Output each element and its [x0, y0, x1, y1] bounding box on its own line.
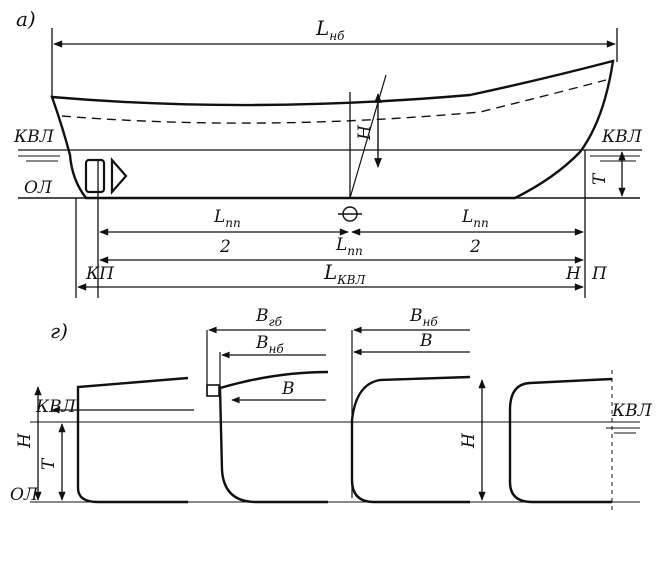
section-2-bgb-label: Bгб — [255, 306, 283, 329]
hull-outline — [50, 59, 615, 200]
half-lpp-right-denominator: 2 — [469, 237, 481, 257]
section-2-outline — [218, 370, 329, 504]
section-1-draft-label: T — [39, 457, 59, 470]
section-2-bnb-label: Bнб — [255, 333, 284, 356]
deck-dashed-line — [61, 79, 607, 124]
half-lpp-left-denominator: 2 — [219, 237, 231, 257]
kp-label: КП — [85, 264, 115, 284]
kvl-right-label: КВЛ — [601, 127, 643, 147]
propeller-shape — [110, 157, 128, 195]
rudder-shape — [84, 158, 106, 194]
ol-label: ОЛ — [24, 178, 53, 198]
section-4-depth-label: H — [459, 432, 479, 449]
figure-g-sections: г) КВЛ КВЛ ОЛ H T Bгб Bнб B Bнб B — [10, 306, 653, 510]
half-lpp-left-label: Lпп — [213, 207, 241, 230]
draft-t-label: T — [590, 172, 610, 185]
section-3-bnb-label: Bнб — [409, 306, 438, 329]
section-1-depth-label: H — [15, 432, 35, 449]
p-label: П — [591, 264, 608, 284]
section-3-outline — [350, 375, 471, 504]
section-2-bulwark — [206, 384, 220, 397]
depth-h-label: H — [355, 124, 375, 141]
half-lpp-right-label: Lпп — [461, 207, 489, 230]
section-4-outline — [508, 377, 613, 504]
figure-a-label: а) — [16, 7, 36, 31]
section-2-b-label: B — [281, 379, 295, 399]
lkvl-label: LКВЛ — [323, 260, 366, 287]
section-kvl-left-label: КВЛ — [35, 397, 77, 417]
section-kvl-right-label: КВЛ — [611, 401, 653, 421]
section-3-b-label: B — [419, 331, 433, 351]
section-ol-label: ОЛ — [10, 485, 39, 505]
section-1-outline — [76, 376, 189, 504]
n-label: Н — [565, 264, 582, 284]
lnb-label: Lнб — [315, 16, 345, 43]
kvl-left-label: КВЛ — [13, 127, 55, 147]
lpp-label: Lпп — [335, 235, 363, 258]
figure-a-profile: а) Lнб КВЛ КВЛ ОЛ H T — [13, 7, 643, 298]
figure-g-label: г) — [50, 319, 68, 343]
